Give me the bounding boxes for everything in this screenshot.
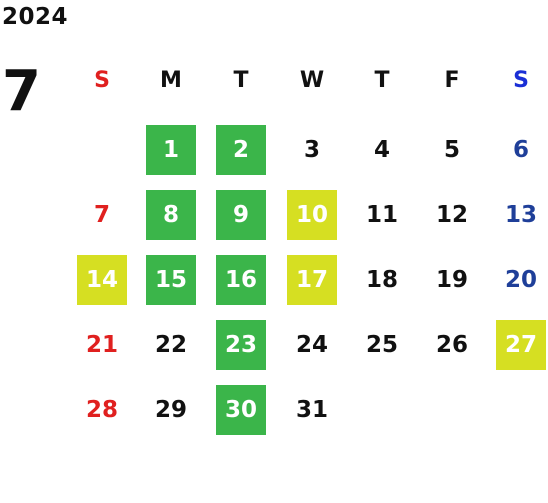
day-cell-3[interactable]: 3 (303, 137, 320, 163)
day-cell-15[interactable]: 15 (146, 255, 196, 305)
weekday-header-wednesday: W (299, 68, 325, 93)
weekday-header-thursday: T (374, 68, 390, 93)
day-cell-24[interactable]: 24 (295, 332, 328, 358)
day-cell-13[interactable]: 13 (504, 202, 537, 228)
day-cell-12[interactable]: 12 (435, 202, 468, 228)
weekday-header-saturday: S (513, 68, 529, 93)
day-cell-16[interactable]: 16 (216, 255, 266, 305)
day-cell-18[interactable]: 18 (365, 267, 398, 293)
day-cell-25[interactable]: 25 (365, 332, 398, 358)
day-cell-10[interactable]: 10 (287, 190, 337, 240)
day-cell-20[interactable]: 20 (504, 267, 537, 293)
calendar-year: 2024 (2, 4, 69, 30)
day-cell-14[interactable]: 14 (77, 255, 127, 305)
weekday-header-friday: F (444, 68, 460, 93)
day-cell-28[interactable]: 28 (85, 397, 118, 423)
day-cell-26[interactable]: 26 (435, 332, 468, 358)
weekday-header-sunday: S (94, 68, 110, 93)
day-cell-6[interactable]: 6 (512, 137, 529, 163)
day-cell-8[interactable]: 8 (146, 190, 196, 240)
day-cell-22[interactable]: 22 (154, 332, 187, 358)
day-cell-1[interactable]: 1 (146, 125, 196, 175)
day-cell-17[interactable]: 17 (287, 255, 337, 305)
day-cell-4[interactable]: 4 (373, 137, 390, 163)
day-cell-30[interactable]: 30 (216, 385, 266, 435)
day-cell-21[interactable]: 21 (85, 332, 118, 358)
day-cell-23[interactable]: 23 (216, 320, 266, 370)
day-cell-2[interactable]: 2 (216, 125, 266, 175)
day-cell-27[interactable]: 27 (496, 320, 546, 370)
day-cell-5[interactable]: 5 (443, 137, 460, 163)
day-cell-11[interactable]: 11 (365, 202, 398, 228)
day-cell-9[interactable]: 9 (216, 190, 266, 240)
day-cell-31[interactable]: 31 (295, 397, 328, 423)
weekday-header-monday: M (160, 68, 182, 93)
day-cell-7[interactable]: 7 (93, 202, 110, 228)
weekday-header-tuesday: T (233, 68, 249, 93)
day-cell-29[interactable]: 29 (154, 397, 187, 423)
day-cell-19[interactable]: 19 (435, 267, 468, 293)
calendar-month: 7 (2, 59, 41, 124)
